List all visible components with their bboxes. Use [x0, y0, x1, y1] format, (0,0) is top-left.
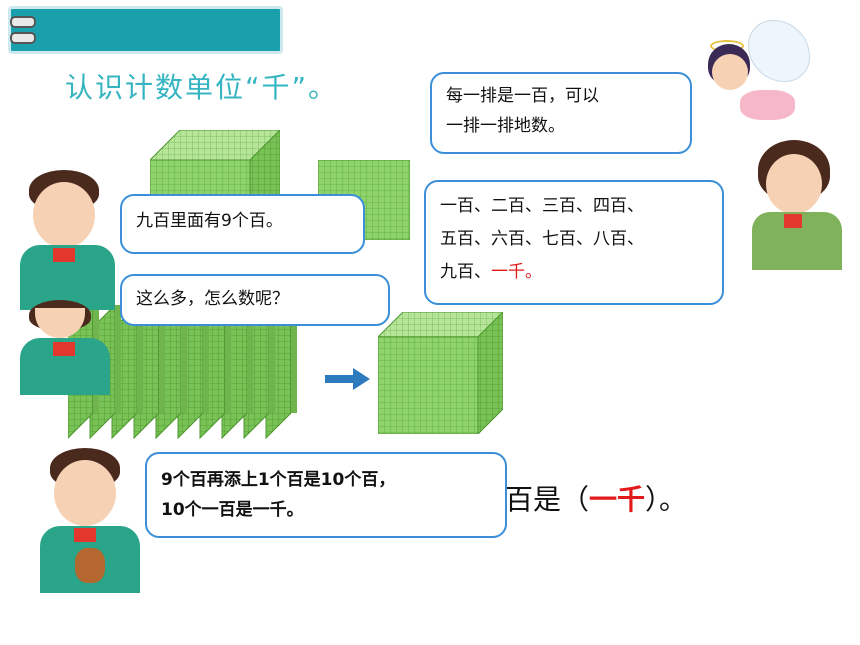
binder-ring-icon [10, 16, 36, 28]
bubble-line: 10个一百是一千。 [161, 499, 304, 520]
speech-bubble-angel: 每一排是一百，可以 一排一排地数。 [430, 72, 692, 154]
bubble-text: 九百、 [440, 262, 491, 283]
angel-character [700, 20, 810, 130]
highlight-thousand: 一千。 [491, 262, 542, 283]
bubble-line: 九百、一千。 [440, 256, 708, 289]
page-title: 认识计数单位“千”。 [65, 71, 339, 104]
speech-bubble-boy3: 9个百再添上1个百是10个百， 10个一百是一千。 [145, 452, 507, 538]
bubble-line: 一百、二百、三百、四百、 [440, 196, 644, 216]
bubble-line: 一排一排地数。 [446, 115, 565, 136]
boy-character [15, 300, 115, 395]
speech-bubble-boy2: 这么多，怎么数呢？ [120, 274, 390, 326]
speech-bubble-girl: 一百、二百、三百、四百、 五百、六百、七百、八百、 九百、一千。 [424, 180, 724, 305]
bubble-line: 九百里面有9个百。 [136, 211, 283, 231]
answer-blank: 一千 [589, 483, 646, 516]
girl-character [750, 140, 845, 270]
answer-prefix: 百是（ [505, 483, 590, 516]
bubble-line: 9个百再添上1个百是10个百， [161, 470, 396, 490]
title-bar [8, 6, 283, 54]
thousand-cube [378, 312, 503, 434]
bubble-line: 这么多，怎么数呢？ [136, 289, 289, 309]
bubble-line: 五百、六百、七百、八百、 [440, 229, 644, 250]
boy-character [40, 448, 150, 593]
binder-ring-icon [10, 32, 36, 44]
speech-bubble-boy1: 九百里面有9个百。 [120, 194, 365, 254]
bubble-line: 每一排是一百，可以 [446, 86, 599, 106]
boy-character [15, 170, 125, 310]
answer-sentence: 百是（一千）。 [505, 478, 687, 518]
arrow-right-icon [325, 368, 370, 390]
answer-suffix: ）。 [645, 483, 688, 516]
